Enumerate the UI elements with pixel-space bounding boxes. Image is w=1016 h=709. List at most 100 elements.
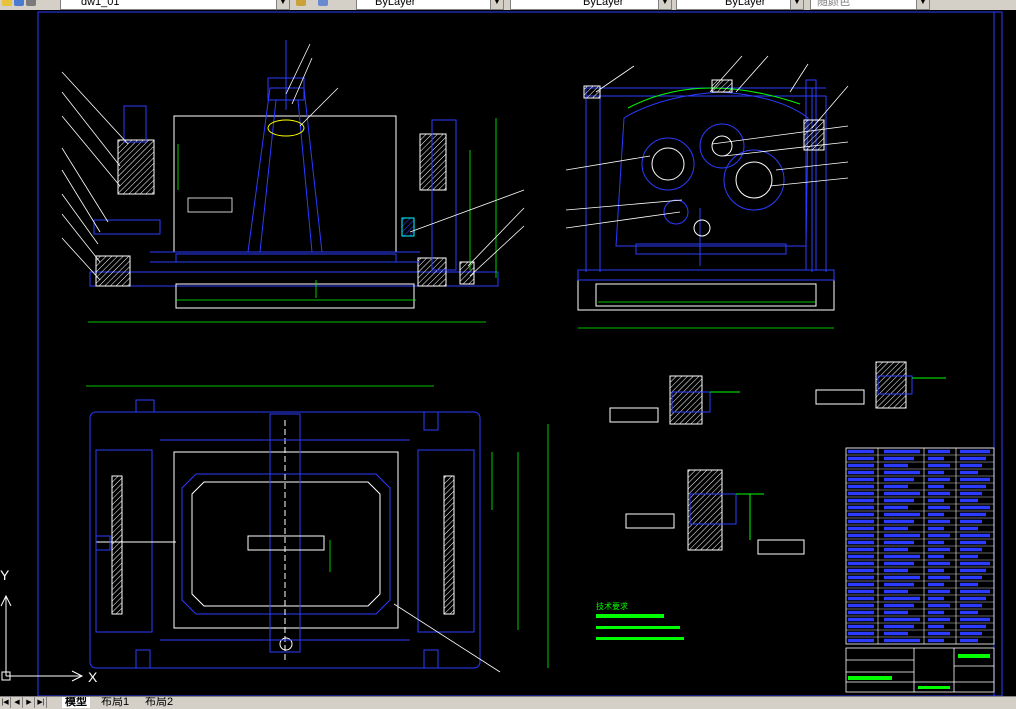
chevron-down-icon[interactable]: ▼ [276,0,289,9]
tab-layout1[interactable]: 布局1 [101,696,130,708]
parts-list-cell-text [960,603,982,608]
layout-tabs: |◀ ◀ ▶ ▶| 模型 布局1 布局2 [0,696,1016,709]
parts-list-cell-text [848,603,874,608]
parts-list-cell-text [884,617,920,622]
lineweight-dropdown[interactable]: ByLayer ▼ [676,0,804,10]
parts-list-cell-text [848,610,874,615]
chevron-down-icon[interactable]: ▼ [658,0,671,9]
lock-icon[interactable] [26,0,36,6]
parts-list-cell-text [928,463,950,468]
parts-list-cell-text [884,505,908,510]
parts-list-cell-text [960,449,990,454]
parts-list-cell-text [928,610,944,615]
parts-list-cell-text [928,575,950,580]
parts-list-cell-text [884,589,908,594]
parts-list-cell-text [960,526,978,531]
parts-list-cell-text [928,547,950,552]
plotstyle-value: 随颜色 [817,0,850,8]
parts-list-cell-text [884,456,914,461]
side-view [577,79,835,311]
parts-list-cell-text [960,505,990,510]
side-view-leaders [565,55,849,229]
parts-list-cell-text [884,470,920,475]
parts-list-cell-text [960,589,990,594]
parts-list-cell-text [960,456,986,461]
parts-list-cell-text [848,582,874,587]
parts-list-cell-text [848,512,874,517]
parts-list-cell-text [884,491,920,496]
parts-list-cell-text [960,575,982,580]
parts-list-cell-text [960,519,982,524]
sun-icon[interactable] [2,0,12,6]
parts-list-cell-text [884,554,920,559]
parts-list-cell-text [884,512,920,517]
tab-layout2[interactable]: 布局2 [145,696,174,708]
parts-list-cell-text [848,589,874,594]
notes-title: 技术要求 [596,601,628,611]
next-tab-button[interactable]: ▶ [24,697,35,708]
chevron-down-icon[interactable]: ▼ [790,0,803,9]
parts-list-cell-text [928,589,950,594]
tab-model[interactable]: 模型 [62,697,90,708]
freeze-icon[interactable] [14,0,24,6]
parts-list-cell-text [848,617,874,622]
linetype-dropdown[interactable]: ByLayer ▼ [510,0,672,10]
parts-list-cell-text [928,505,950,510]
parts-list-cell-text [848,526,874,531]
side-view-dimensions [578,301,834,329]
layer-dropdown[interactable]: dw1_01 ▼ [60,0,290,10]
linetype-value: ByLayer [583,0,624,8]
parts-list-cell-text [960,617,990,622]
section-detail-c [625,469,805,555]
layer-manager-icon[interactable] [296,0,306,6]
parts-list-cell-text [928,554,944,559]
top-view [89,399,481,669]
section-detail-b [815,361,946,409]
last-tab-button[interactable]: ▶| [36,697,47,708]
parts-list-cell-text [928,512,944,517]
color-value: ByLayer [375,0,416,8]
parts-list-cell-text [928,561,950,566]
lineweight-value: ByLayer [725,0,766,8]
parts-list-cell-text [928,533,950,538]
parts-list-cell-text [960,512,986,517]
color-dropdown[interactable]: ByLayer ▼ [356,0,504,10]
parts-list-cell-text [848,449,874,454]
drawing-canvas[interactable]: 技术要求 Y X [0,10,1016,696]
parts-list-cell-text [960,568,986,573]
plotstyle-dropdown[interactable]: 随颜色 ▼ [810,0,930,10]
parts-list-cell-text [848,561,874,566]
parts-list-cell-text [928,456,944,461]
parts-list-cell-text [884,477,914,482]
parts-list-cell-text [960,470,978,475]
parts-list-cell-text [928,449,950,454]
parts-list-cell-text [960,491,982,496]
properties-toolbar: dw1_01 ▼ ByLayer ▼ ByLayer ▼ ByLayer ▼ 随… [0,0,1016,10]
parts-list-cell-text [928,582,944,587]
parts-list-cell-text [848,533,874,538]
chevron-down-icon[interactable]: ▼ [916,0,929,9]
chevron-down-icon[interactable]: ▼ [490,0,503,9]
layer-previous-icon[interactable] [318,0,328,6]
parts-list-cell-text [928,519,950,524]
parts-list-cell-text [884,540,914,545]
prev-tab-button[interactable]: ◀ [12,697,23,708]
parts-list-cell-text [960,477,990,482]
parts-list [845,447,995,645]
parts-list-cell-text [848,596,874,601]
front-view-dimensions [88,118,497,323]
parts-list-cell-text [884,638,920,643]
section-detail-a [609,375,740,425]
parts-list-cell-text [928,498,944,503]
first-tab-button[interactable]: |◀ [0,697,11,708]
parts-list-cell-text [884,561,914,566]
parts-list-cell-text [884,498,914,503]
parts-list-cell-text [960,582,978,587]
parts-list-cell-text [848,505,874,510]
parts-list-cell-text [960,547,982,552]
parts-list-cell-text [960,561,990,566]
parts-list-cell-text [848,631,874,636]
parts-list-cell-text [848,491,874,496]
parts-list-cell-text [884,610,908,615]
parts-list-cell-text [884,463,908,468]
